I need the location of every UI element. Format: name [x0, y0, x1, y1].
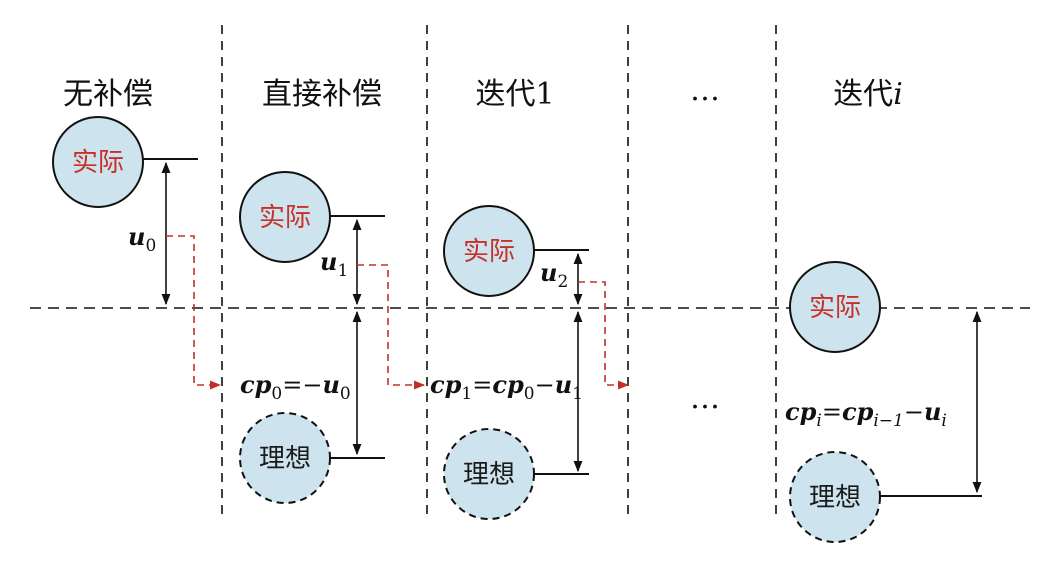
header-iteration-1: 迭代1	[475, 77, 554, 112]
column-direct-compensation: 实际 u1 cp0=−u0 理想	[239, 171, 426, 504]
column-iteration-i: 实际 cpi=cpi−1−ui 理想	[785, 261, 982, 543]
ideal-node-label: 理想	[809, 483, 861, 513]
feedback-arrow-2	[578, 281, 630, 390]
actual-node-label: 实际	[259, 203, 311, 233]
formula-cp1: cp1=cp0−u1	[430, 370, 583, 404]
actual-node	[52, 116, 144, 208]
feedback-arrow-0	[166, 235, 222, 390]
middle-ellipsis: …	[690, 381, 720, 416]
ideal-node-label: 理想	[463, 460, 515, 490]
actual-node	[789, 261, 881, 353]
label-u0: u0	[128, 222, 156, 256]
header-direct-compensation: 直接补偿	[262, 77, 382, 112]
column-separators	[221, 25, 777, 515]
header-iteration-i: 迭代i	[833, 77, 903, 112]
ideal-node-label: 理想	[259, 444, 311, 474]
label-u1: u1	[320, 247, 348, 281]
actual-node-label: 实际	[463, 237, 515, 267]
label-u2: u2	[540, 258, 568, 292]
column-no-compensation: 实际 u0	[52, 116, 222, 390]
formula-cpi: cpi=cpi−1−ui	[785, 397, 947, 431]
header-no-compensation: 无补偿	[63, 77, 153, 112]
header-ellipsis: …	[690, 73, 720, 108]
actual-node-label: 实际	[72, 148, 124, 178]
formula-cp0: cp0=−u0	[240, 370, 351, 404]
column-iteration-1: 实际 u2 cp1=cp0−u1 理想	[430, 205, 630, 520]
actual-node-label: 实际	[809, 293, 861, 323]
feedback-arrow-1	[357, 264, 426, 390]
